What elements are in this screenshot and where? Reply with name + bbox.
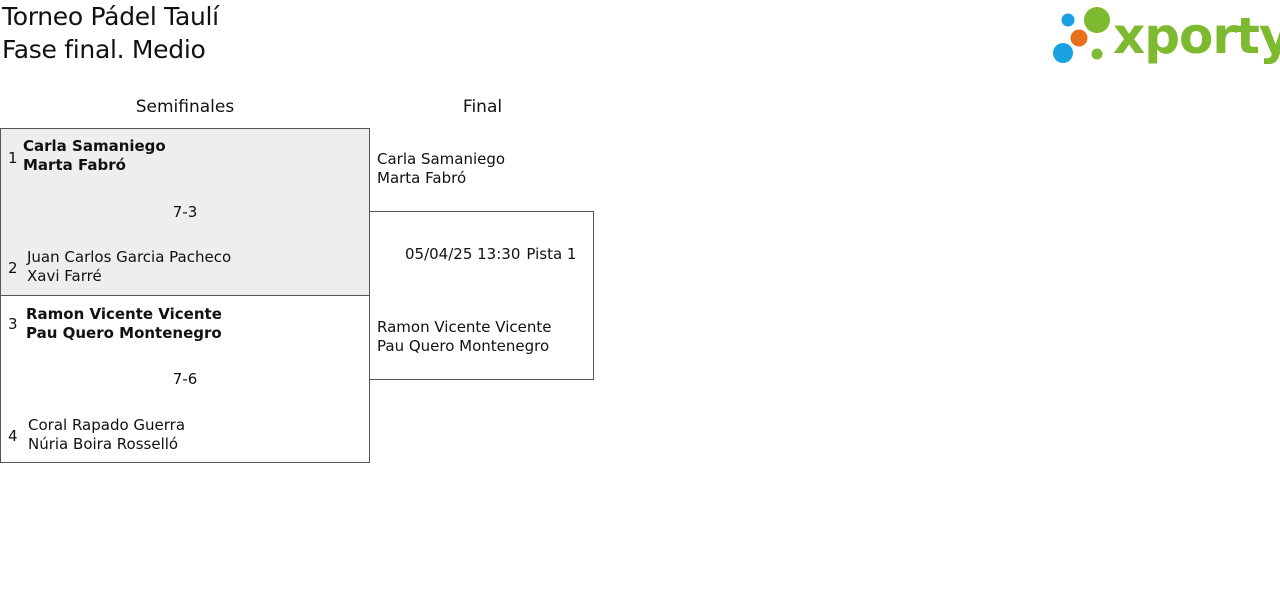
xporty-logo-dots-icon [1053,7,1110,63]
final-schedule: 05/04/25 13:30 Pista 1 [405,244,576,264]
team-winner: Carla Samaniego Marta Fabró [23,137,166,175]
final-datetime: 05/04/25 13:30 [405,245,521,263]
player-name: Carla Samaniego [23,137,166,155]
xporty-logo[interactable]: xporty [1050,3,1280,67]
team-winner: Ramon Vicente Vicente Pau Quero Monteneg… [26,305,222,343]
player-name: Juan Carlos Garcia Pacheco [27,248,232,266]
page-subtitle: Fase final. Medio [2,35,206,64]
team: Coral Rapado Guerra Núria Boira Rosselló [28,416,185,454]
player-name: Ramon Vicente Vicente [377,318,552,336]
semifinal-match-1[interactable]: 1 Carla Samaniego Marta Fabró 7-3 2 Juan… [0,128,370,296]
player-name: Pau Quero Montenegro [26,324,222,342]
semifinal-match-2[interactable]: 3 Ramon Vicente Vicente Pau Quero Monten… [0,295,370,463]
player-name: Ramon Vicente Vicente [26,305,222,323]
seed-number: 4 [8,427,18,445]
match-score: 7-6 [172,370,198,388]
final-court: Pista 1 [526,245,577,263]
team: Juan Carlos Garcia Pacheco Xavi Farré [27,248,231,286]
player-name: Xavi Farré [27,267,102,285]
player-name: Carla Samaniego [377,150,506,168]
player-name: Pau Quero Montenegro [377,337,550,355]
page-title: Torneo Pádel Taulí [2,2,219,31]
player-name: Coral Rapado Guerra [28,416,186,434]
player-name: Marta Fabró [23,156,126,174]
match-score: 7-3 [172,203,198,221]
xporty-logo-text: xporty [1113,7,1280,65]
seed-number: 2 [8,259,18,277]
round-header-semifinals: Semifinales [135,97,235,117]
final-match[interactable]: 05/04/25 13:30 Pista 1 Ramon Vicente Vice… [370,211,594,380]
player-name: Núria Boira Rosselló [28,435,179,453]
final-team-top: Carla Samaniego Marta Fabró [377,150,505,188]
round-header-final: Final [462,97,503,117]
player-name: Marta Fabró [377,169,467,187]
seed-number: 1 [8,149,18,167]
final-team-bottom: Ramon Vicente Vicente Pau Quero Monteneg… [377,318,552,356]
seed-number: 3 [8,315,18,333]
